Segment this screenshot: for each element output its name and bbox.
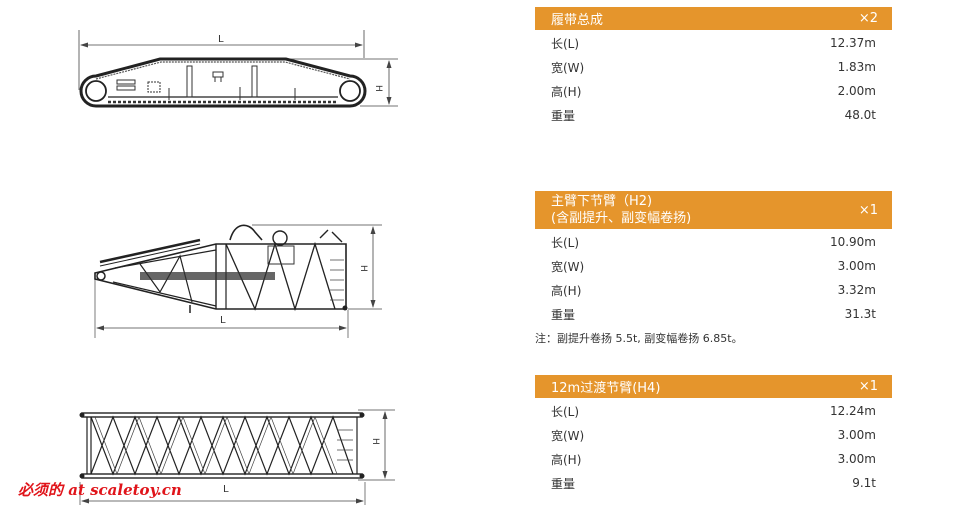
spec-label: 重量 [551, 476, 576, 491]
spec-label: 宽(W) [551, 259, 585, 274]
spec-table-lower-boom: 主臂下节臂（H2) (含副提升、副变幅卷扬) ×1 长(L) 10.90m 宽(W… [535, 191, 892, 326]
spec-value: 12.37m [829, 36, 876, 50]
spec-header: 12m过渡节臂(H4) ×1 [535, 375, 892, 398]
spec-title: 履带总成 [551, 13, 604, 28]
spec-note: 注：副提升卷扬 5.5t, 副变幅卷扬 6.85t。 [535, 332, 743, 345]
spec-label: 宽(W) [551, 60, 585, 75]
length-label: L [218, 34, 224, 45]
spec-row-width: 宽(W) 1.83m [535, 55, 892, 79]
spec-value: 31.3t [844, 307, 876, 321]
spec-label: 重量 [551, 307, 576, 322]
spec-label: 长(L) [551, 235, 580, 250]
spec-table-transition-boom: 12m过渡节臂(H4) ×1 长(L) 12.24m 宽(W) 3.00m 高(H)… [535, 375, 892, 495]
spec-header: 履带总成 ×2 [535, 7, 892, 30]
spec-row-length: 长(L) 10.90m [535, 230, 892, 254]
height-label: H [370, 438, 380, 445]
spec-value: 10.90m [829, 235, 876, 249]
lower-boom-drawing: H L [94, 224, 382, 338]
spec-title: 12m过渡节臂(H4) [551, 381, 661, 396]
quantity-badge: ×2 [858, 11, 878, 26]
spec-label: 长(L) [551, 404, 580, 419]
spec-value: 9.1t [852, 476, 876, 490]
spec-row-height: 高(H) 3.00m [535, 447, 892, 471]
spec-row-width: 宽(W) 3.00m [535, 423, 892, 447]
spec-label: 高(H) [551, 283, 582, 298]
spec-row-height: 高(H) 3.32m [535, 278, 892, 302]
spec-label: 长(L) [551, 36, 580, 51]
spec-value: 2.00m [837, 84, 876, 98]
height-label: H [373, 85, 383, 92]
spec-value: 3.32m [837, 283, 876, 297]
watermark: 必须的 at scaletoy.cn [18, 481, 182, 499]
spec-value: 48.0t [844, 108, 876, 122]
spec-value: 1.83m [837, 60, 876, 74]
spec-value: 3.00m [837, 428, 876, 442]
spec-row-weight: 重量 48.0t [535, 103, 892, 127]
spec-row-height: 高(H) 2.00m [535, 79, 892, 103]
quantity-badge: ×1 [858, 202, 878, 218]
spec-row-length: 长(L) 12.37m [535, 31, 892, 55]
height-label: H [358, 265, 368, 272]
spec-row-weight: 重量 31.3t [535, 302, 892, 326]
spec-value: 12.24m [829, 404, 876, 418]
spec-table-crawler: 履带总成 ×2 长(L) 12.37m 宽(W) 1.83m 高(H) 2.00m 重… [535, 7, 892, 127]
length-label: L [223, 484, 229, 495]
spec-row-length: 长(L) 12.24m [535, 399, 892, 423]
spec-label: 重量 [551, 108, 576, 123]
crawler-track-drawing: L H [78, 30, 398, 108]
spec-value: 3.00m [837, 452, 876, 466]
spec-title: 主臂下节臂（H2) [551, 194, 653, 209]
spec-value: 3.00m [837, 259, 876, 273]
length-label: L [220, 315, 226, 326]
spec-label: 高(H) [551, 84, 582, 99]
spec-row-weight: 重量 9.1t [535, 471, 892, 495]
spec-label: 高(H) [551, 452, 582, 467]
spec-subtitle: (含副提升、副变幅卷扬) [551, 211, 692, 226]
spec-row-width: 宽(W) 3.00m [535, 254, 892, 278]
quantity-badge: ×1 [858, 379, 878, 394]
spec-header: 主臂下节臂（H2) (含副提升、副变幅卷扬) ×1 [535, 191, 892, 229]
spec-label: 宽(W) [551, 428, 585, 443]
transition-boom-drawing: H L [79, 409, 395, 505]
